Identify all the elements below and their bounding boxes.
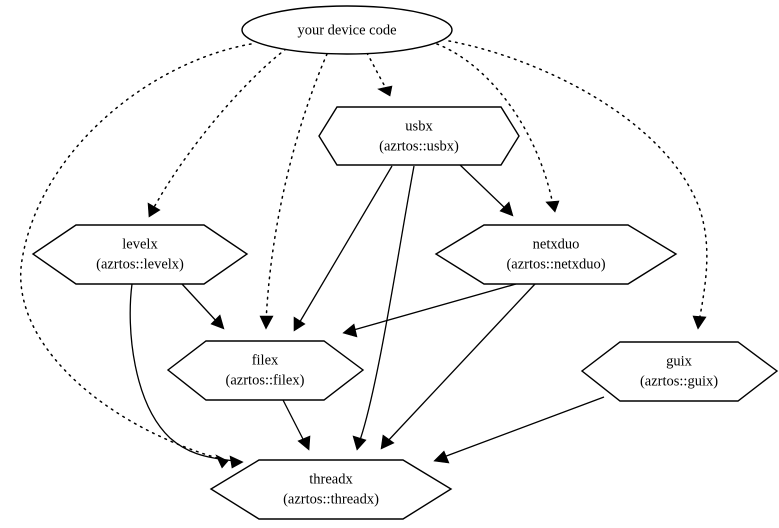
edge-netxduo-to-threadx (380, 283, 536, 450)
node-threadx-shape (209, 459, 453, 520)
edge-device-to-levelx (147, 48, 287, 218)
node-your-device-code[interactable]: your device code (241, 5, 453, 55)
node-guix-label-line2: (azrtos::guix) (640, 373, 718, 389)
node-usbx[interactable]: usbx (azrtos::usbx) (318, 106, 520, 166)
edge-usbx-to-filex (293, 165, 393, 332)
edge-usbx-to-netxduo (457, 162, 514, 217)
edge-levelx-to-threadx (129, 283, 244, 469)
edge-device-to-guix (448, 40, 708, 330)
edge-device-to-usbx (366, 52, 393, 97)
node-threadx[interactable]: threadx (azrtos::threadx) (209, 459, 453, 520)
node-threadx-label-line1: threadx (309, 471, 353, 487)
node-device-shape (241, 5, 453, 55)
node-levelx-shape (31, 224, 249, 285)
edge-usbx-to-threadx (352, 165, 415, 451)
edge-netxduo-to-filex (342, 283, 517, 338)
node-guix-label-line1: guix (666, 353, 693, 369)
edge-device-to-filex (259, 53, 328, 330)
node-usbx-label-line1: usbx (405, 118, 433, 134)
edge-guix-to-threadx (433, 396, 605, 464)
edge-filex-to-threadx (282, 399, 311, 451)
node-levelx-label-line1: levelx (122, 236, 158, 252)
node-layer: your device code usbx (azrtos::usbx) lev… (31, 5, 779, 520)
node-netxduo-label-line2: (azrtos::netxduo) (506, 256, 605, 272)
node-device-label: your device code (297, 22, 396, 38)
node-levelx-label-line2: (azrtos::levelx) (96, 256, 184, 272)
node-netxduo-shape (434, 224, 678, 285)
edge-device-to-threadx (19, 43, 252, 469)
node-filex-shape (166, 340, 365, 401)
node-threadx-label-line2: (azrtos::threadx) (283, 491, 379, 507)
edge-device-to-netxduo (436, 43, 560, 213)
node-filex-label-line2: (azrtos::filex) (226, 372, 305, 388)
node-filex[interactable]: filex (azrtos::filex) (166, 340, 365, 401)
edge-layer (19, 40, 708, 469)
node-netxduo[interactable]: netxduo (azrtos::netxduo) (434, 224, 678, 285)
node-guix-shape (580, 341, 779, 402)
node-levelx[interactable]: levelx (azrtos::levelx) (31, 224, 249, 285)
node-usbx-shape (318, 106, 520, 166)
node-usbx-label-line2: (azrtos::usbx) (379, 138, 459, 154)
node-filex-label-line1: filex (252, 352, 279, 368)
node-netxduo-label-line1: netxduo (533, 236, 580, 252)
edge-levelx-to-filex (181, 283, 225, 330)
node-guix[interactable]: guix (azrtos::guix) (580, 341, 779, 402)
